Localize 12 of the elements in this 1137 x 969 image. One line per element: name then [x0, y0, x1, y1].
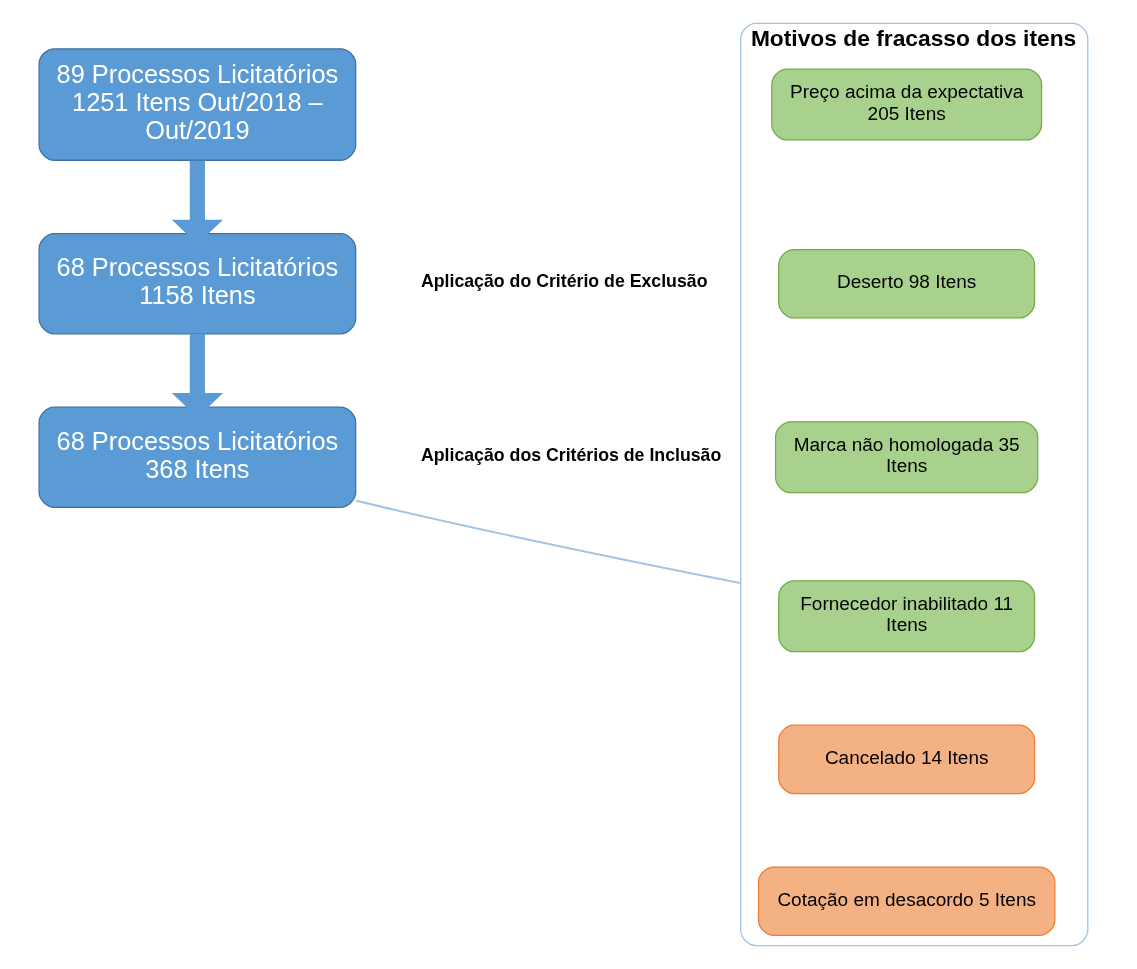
node-box: Deserto 98 Itens: [778, 248, 1036, 319]
node-box: 68 Processos Licitatórios 368 Itens: [38, 406, 357, 508]
node-box: Fornecedor inabilitado 11 Itens: [778, 580, 1036, 653]
node-box: Marca não homologada 35 Itens: [774, 421, 1039, 494]
node-label: Aplicação do Critério de Exclusão: [420, 271, 708, 292]
node-box: Cotação em desacordo 5 Itens: [757, 866, 1056, 937]
node-box: 89 Processos Licitatórios 1251 Itens Out/2018 – Out/2019: [38, 48, 357, 161]
node-box: 68 Processos Licitatórios 1158 Itens: [38, 233, 357, 335]
node-box: Cancelado 14 Itens: [778, 724, 1036, 795]
node-label: Aplicação dos Critérios de Inclusão: [420, 444, 722, 465]
connector: [355, 499, 742, 585]
node-box: Preço acima da expectativa 205 Itens: [771, 68, 1043, 141]
